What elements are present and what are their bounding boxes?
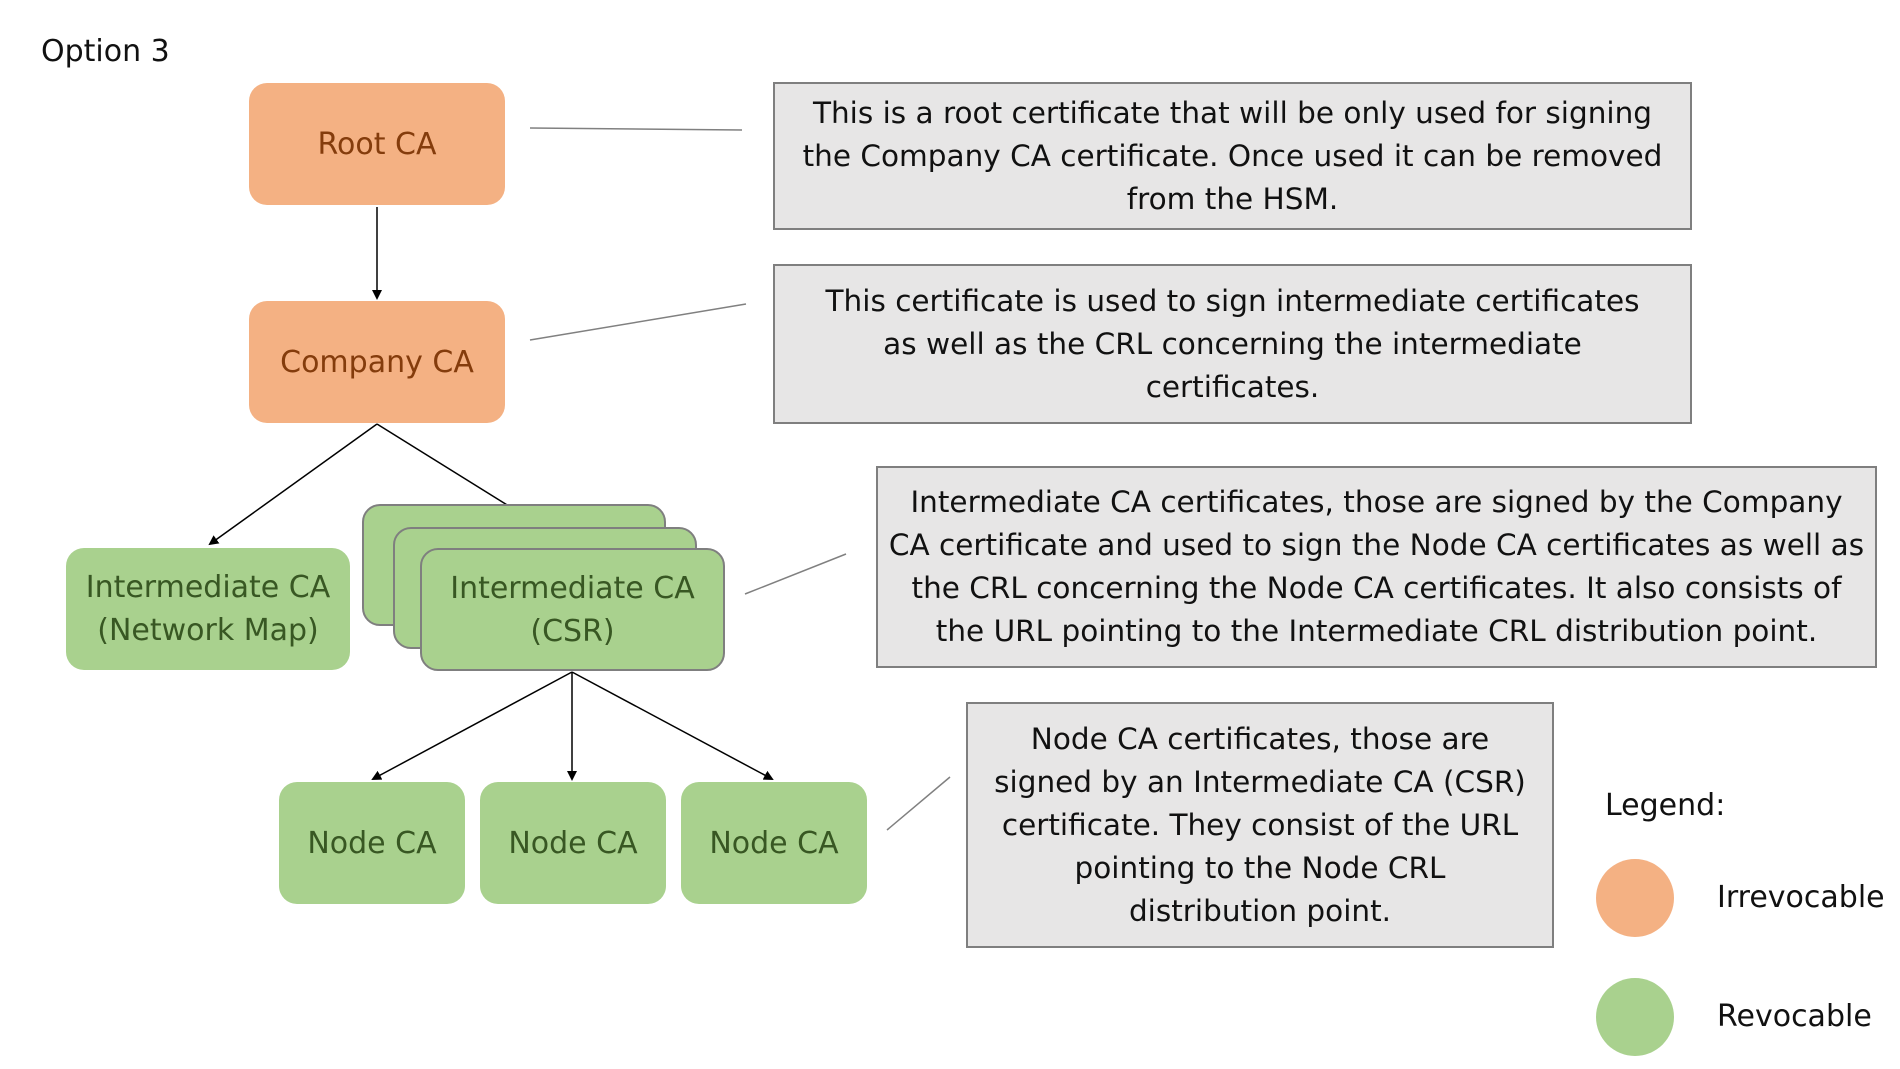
intermediate-ca-note: Intermediate CA certificates, those are … <box>876 466 1877 668</box>
callout-line-node <box>886 776 951 831</box>
intermediate-ca-network-map-node: Intermediate CA (Network Map) <box>66 548 350 670</box>
intermediate-ca-csr-node: Intermediate CA (CSR) <box>420 548 725 671</box>
root-ca-label: Root CA <box>317 126 437 162</box>
node-ca-note-text: Node CA certificates, those are signed b… <box>994 721 1526 928</box>
root-ca-note: This is a root certificate that will be … <box>773 82 1692 230</box>
arrow-company-to-inter-network <box>208 423 378 546</box>
callout-line-company <box>529 303 747 341</box>
callout-line-intermediate <box>744 553 847 595</box>
intermediate-network-label-line2: (Network Map) <box>97 613 319 648</box>
intermediate-ca-note-text: Intermediate CA certificates, those are … <box>888 485 1865 648</box>
company-ca-note-text: This certificate is used to sign interme… <box>825 283 1640 404</box>
callout-line-root <box>529 127 743 131</box>
root-ca-node: Root CA <box>249 83 505 205</box>
node-ca-label-2: Node CA <box>508 825 638 861</box>
node-ca-node-2: Node CA <box>480 782 666 904</box>
node-ca-node-1: Node CA <box>279 782 465 904</box>
intermediate-network-label-line1: Intermediate CA <box>85 570 331 605</box>
diagram-title: Option 3 <box>41 34 170 69</box>
node-ca-label-1: Node CA <box>307 825 437 861</box>
node-ca-note: Node CA certificates, those are signed b… <box>966 702 1554 948</box>
root-ca-note-text: This is a root certificate that will be … <box>802 95 1663 216</box>
legend-revocable-swatch <box>1596 978 1674 1056</box>
arrow-csr-to-node3 <box>571 671 774 780</box>
legend-irrevocable-swatch <box>1596 859 1674 937</box>
node-ca-label-3: Node CA <box>709 825 839 861</box>
legend-revocable-label: Revocable <box>1717 999 1872 1034</box>
node-ca-node-3: Node CA <box>681 782 867 904</box>
company-ca-node: Company CA <box>249 301 505 423</box>
legend-irrevocable-label: Irrevocable <box>1717 880 1885 915</box>
company-ca-note: This certificate is used to sign interme… <box>773 264 1692 424</box>
intermediate-csr-label-line1: Intermediate CA <box>450 570 695 606</box>
intermediate-csr-label-line2: (CSR) <box>530 613 615 649</box>
company-ca-label: Company CA <box>280 344 474 380</box>
arrow-csr-to-node1 <box>371 671 573 780</box>
legend-title: Legend: <box>1605 788 1726 823</box>
